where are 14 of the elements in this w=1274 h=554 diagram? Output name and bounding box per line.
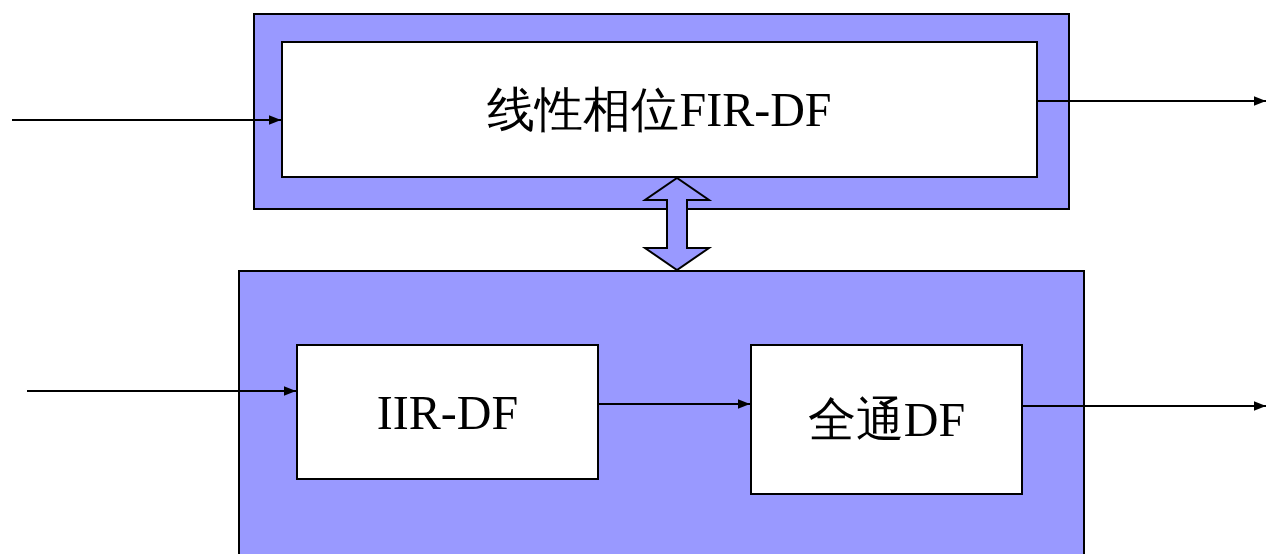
arrow xyxy=(598,399,751,409)
group-panel xyxy=(253,13,1070,210)
arrow xyxy=(26,386,297,396)
process-box xyxy=(750,344,1023,495)
process-box xyxy=(296,344,599,480)
arrow xyxy=(11,115,282,125)
arrow xyxy=(1037,96,1267,106)
double-block-arrow xyxy=(641,176,713,272)
box-label: IIR-DF xyxy=(376,384,519,440)
group-panel xyxy=(238,270,1085,554)
box-label: 线性相位FIR-DF xyxy=(487,81,832,138)
box-label: 全通DF xyxy=(807,391,966,448)
process-box xyxy=(281,41,1038,178)
arrow xyxy=(1022,401,1267,411)
